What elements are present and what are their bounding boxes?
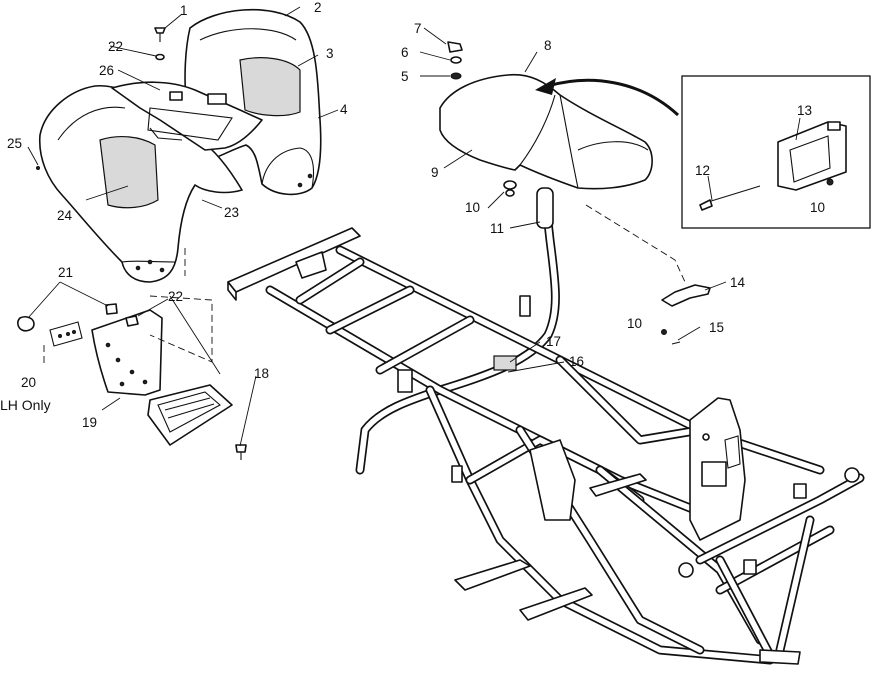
- callout-10-inset: 10: [810, 200, 825, 215]
- leader-lines: [27, 6, 801, 447]
- fender-bridge: [111, 81, 263, 151]
- callout-7: 7: [414, 21, 422, 36]
- callout-26: 26: [99, 63, 114, 78]
- callout-5: 5: [401, 69, 409, 84]
- fender-hardware: [36, 27, 166, 170]
- callout-24: 24: [57, 208, 73, 223]
- callout-25: 25: [7, 136, 22, 151]
- callout-1: 1: [180, 3, 188, 18]
- lh-only-note: LH Only: [0, 397, 51, 413]
- frame-plate-16: [493, 355, 517, 371]
- callout-4: 4: [340, 102, 348, 117]
- callout-8: 8: [544, 38, 552, 53]
- mud-flap: [91, 303, 163, 396]
- main-frame: [227, 227, 865, 665]
- inset-pointer-arrow: [535, 78, 680, 117]
- seat-latch-inset: [681, 75, 871, 229]
- callout-labels: 1 2 3 4 5 6 7 8 9 10 10 10 11 12 13 14 1…: [0, 0, 825, 430]
- callout-10-seat: 10: [465, 200, 480, 215]
- seat-assembly: [439, 41, 653, 197]
- callout-10-bracket: 10: [627, 316, 642, 331]
- callout-12: 12: [695, 163, 710, 178]
- callout-14: 14: [730, 275, 746, 290]
- fender-decal-lh: [99, 135, 159, 209]
- callout-16: 16: [569, 354, 584, 369]
- callout-22-flap: 22: [168, 289, 183, 304]
- fender-decal-rh: [239, 57, 301, 117]
- callout-23: 23: [224, 205, 239, 220]
- reference-lines: [43, 204, 686, 366]
- callout-6: 6: [401, 45, 409, 60]
- callout-11: 11: [490, 221, 504, 236]
- callout-19: 19: [82, 415, 97, 430]
- callout-9: 9: [431, 165, 439, 180]
- callout-3: 3: [326, 46, 334, 61]
- callout-2: 2: [314, 0, 322, 15]
- callout-13: 13: [797, 103, 812, 118]
- footrest-plate: [147, 384, 247, 460]
- callout-18: 18: [254, 366, 269, 381]
- seat-bracket: [661, 284, 711, 345]
- callout-21: 21: [58, 265, 73, 280]
- callout-17: 17: [546, 334, 561, 349]
- callout-15: 15: [709, 320, 724, 335]
- callout-22-top: 22: [108, 39, 123, 54]
- callout-20: 20: [21, 375, 36, 390]
- lh-only-hardware: [17, 316, 83, 347]
